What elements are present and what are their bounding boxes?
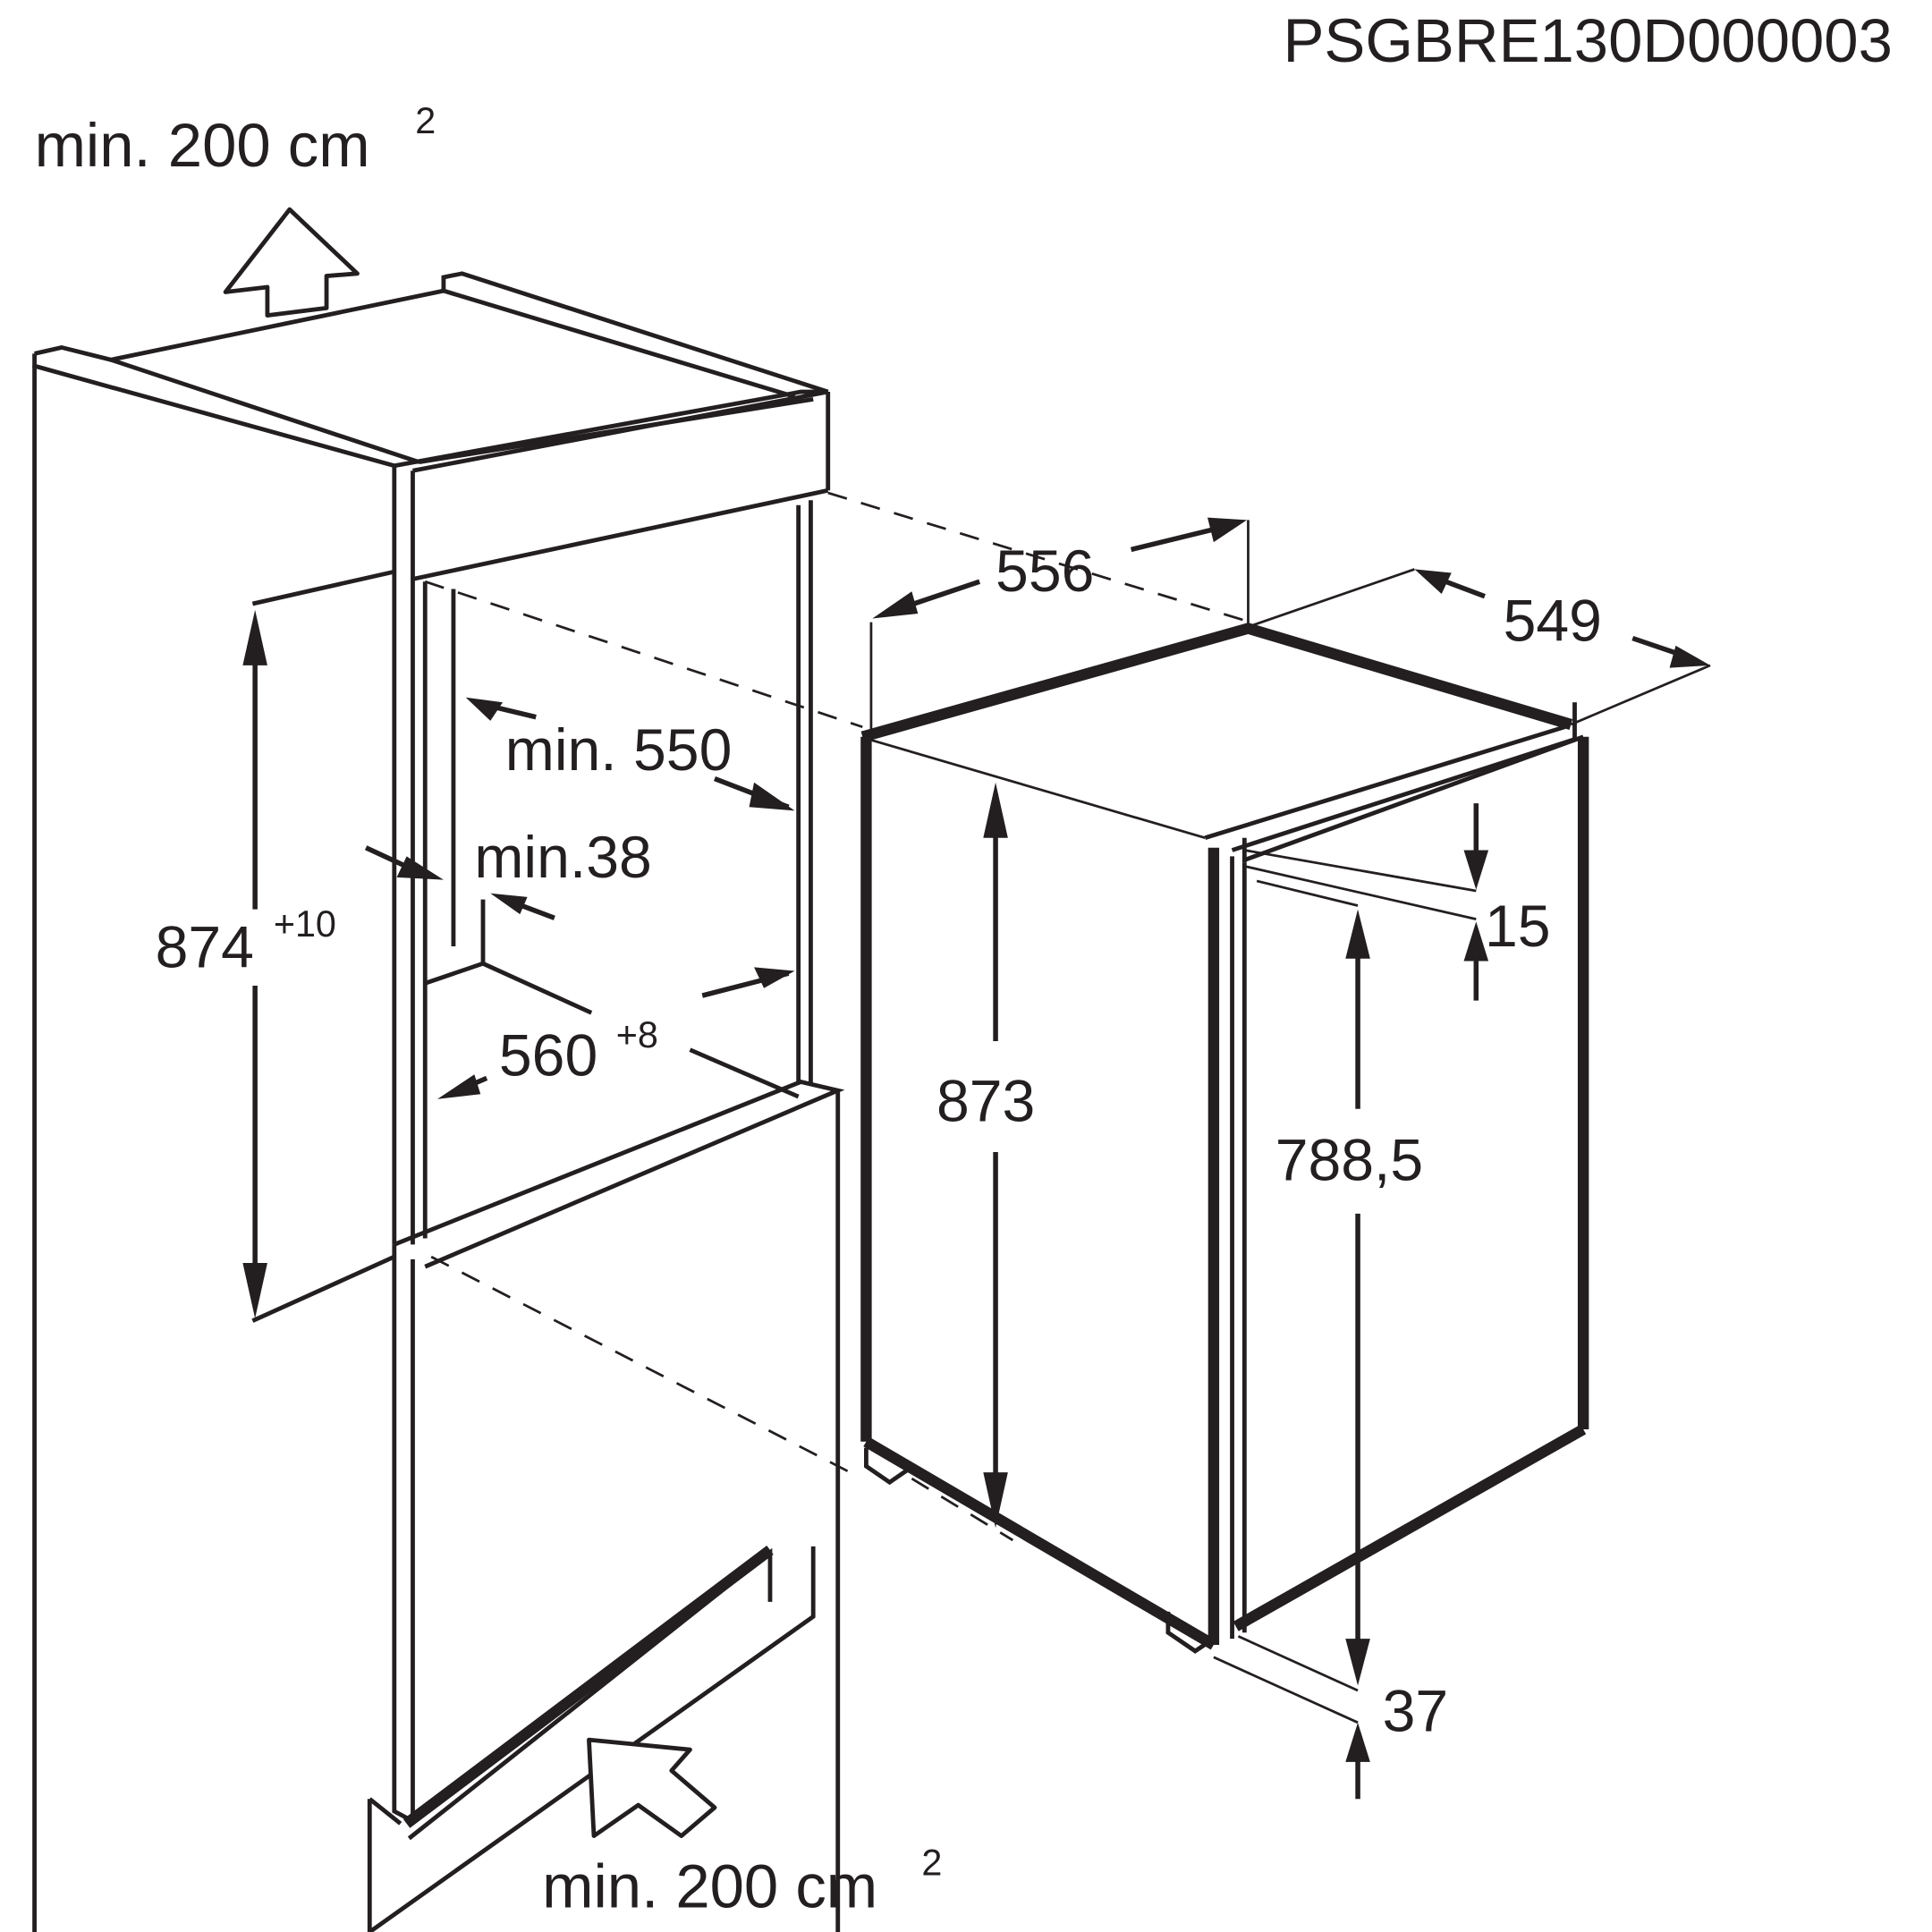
appliance-width-label: 556: [996, 538, 1094, 605]
bottom-ventilation-label: min. 200 cm 2: [542, 1843, 942, 1921]
svg-text:+8: +8: [616, 1014, 658, 1055]
appliance-depth-label: 549: [1504, 588, 1602, 654]
svg-text:min. 200 cm: min. 200 cm: [542, 1852, 877, 1920]
svg-text:560: 560: [499, 1023, 597, 1089]
side-panel-thickness-label: min.38: [474, 825, 651, 891]
niche-height-label: 874 +10: [156, 903, 336, 980]
niche-depth-label: min. 550: [505, 717, 733, 784]
bottom-offset-label: 37: [1383, 1678, 1449, 1744]
airflow-up-arrow-icon: [223, 207, 360, 318]
svg-text:+10: +10: [274, 903, 336, 945]
top-offset-label: 15: [1485, 894, 1551, 960]
kitchen-cabinet: [32, 271, 1251, 1932]
niche-width-label: 560 +8: [499, 1014, 658, 1089]
reference-code: PSGBRE130D000003: [1284, 6, 1893, 75]
svg-text:874: 874: [156, 914, 254, 980]
svg-text:2: 2: [921, 1843, 942, 1884]
airflow-in-arrow-icon: [587, 1737, 717, 1838]
appliance-height-label: 873: [936, 1069, 1035, 1135]
top-ventilation-label: min. 200 cm 2: [35, 100, 436, 180]
door-height-label: 788,5: [1275, 1128, 1423, 1194]
svg-text:2: 2: [415, 100, 436, 141]
appliance: [860, 517, 1711, 1800]
svg-text:min. 200 cm: min. 200 cm: [35, 111, 370, 180]
